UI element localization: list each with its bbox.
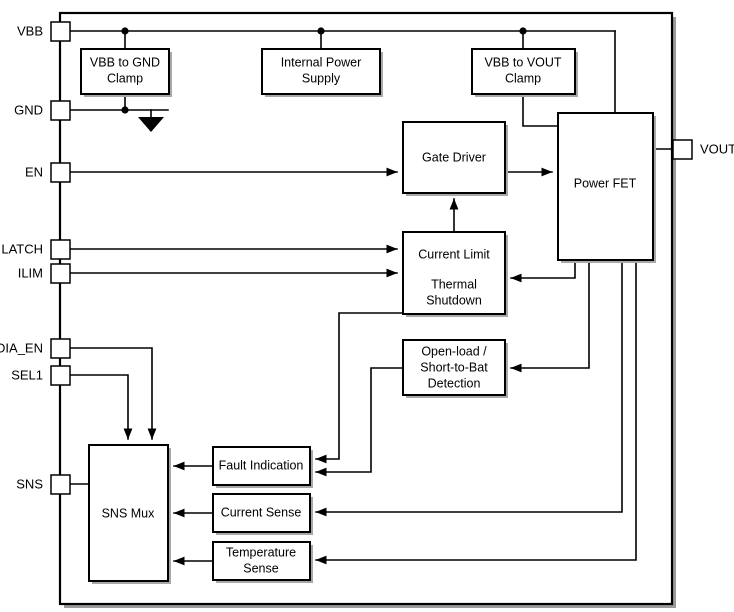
block-layer: VBB to GND Clamp Internal Power Supply V… [80, 48, 656, 584]
block-label-sns-mux: SNS Mux [102, 506, 156, 520]
pin-label-latch: LATCH [1, 241, 43, 256]
pin-vbb[interactable]: VBB [17, 21, 71, 42]
pin-vout[interactable]: VOUT [672, 139, 734, 160]
pin-en[interactable]: EN [25, 162, 71, 183]
block-label-thermal: Thermal [431, 277, 477, 291]
block-temperature-sense[interactable]: Temperature Sense [212, 541, 313, 583]
pin-label-en: EN [25, 164, 43, 179]
pin-dia-en[interactable]: DIA_EN [0, 338, 71, 359]
pin-label-ilim: ILIM [18, 265, 43, 280]
block-label-vbb-to-gnd-clamp-2: Clamp [107, 71, 143, 85]
block-fault-indication[interactable]: Fault Indication [212, 446, 313, 488]
wire-sel1-to-sns-mux [68, 374, 133, 440]
block-label-open-load-1: Open-load / [421, 344, 487, 358]
block-label-shutdown: Shutdown [426, 293, 482, 307]
pin-layer: VBB GND EN LATCH ILIM DIA_EN [0, 21, 734, 495]
block-power-fet[interactable]: Power FET [557, 112, 656, 263]
pin-sns[interactable]: SNS [16, 474, 71, 495]
wire-current-limit-to-fault-indication [315, 312, 404, 464]
block-label-current-limit: Current Limit [418, 247, 490, 261]
wire-open-load-to-fault-indication [315, 367, 404, 477]
block-open-load-short-to-bat-detection[interactable]: Open-load / Short-to-Bat Detection [402, 339, 508, 398]
block-current-sense[interactable]: Current Sense [212, 493, 313, 535]
pin-label-sns: SNS [16, 476, 43, 491]
block-label-open-load-3: Detection [428, 376, 481, 390]
block-label-vbb-to-vout-clamp-2: Clamp [505, 71, 541, 85]
pin-label-vbb: VBB [17, 23, 43, 38]
wire-power-fet-to-current-sense [315, 259, 623, 517]
block-label-power-fet: Power FET [574, 176, 637, 190]
block-sns-mux[interactable]: SNS Mux [88, 444, 171, 584]
block-label-vbb-to-vout-clamp-1: VBB to VOUT [484, 55, 561, 69]
ground-triangle [138, 117, 164, 132]
block-label-temperature-sense-1: Temperature [226, 545, 296, 559]
pin-label-vout: VOUT [700, 141, 734, 156]
block-gate-driver[interactable]: Gate Driver [402, 121, 508, 196]
wire-power-fet-to-current-limit [510, 259, 576, 283]
block-vbb-to-vout-clamp[interactable]: VBB to VOUT Clamp [471, 48, 578, 97]
block-label-vbb-to-gnd-clamp-1: VBB to GND [90, 55, 160, 69]
block-label-open-load-2: Short-to-Bat [420, 360, 488, 374]
junction-dot-vbb-ips [317, 27, 325, 35]
pin-label-gnd: GND [14, 102, 43, 117]
junction-dot-vbb-clamp1 [121, 27, 129, 35]
pin-latch[interactable]: LATCH [1, 239, 71, 260]
block-label-temperature-sense-2: Sense [243, 561, 278, 575]
pin-label-dia-en: DIA_EN [0, 340, 43, 355]
wire-clamp2-to-powerfet [522, 93, 559, 127]
wire-dia-en-to-sns-mux [68, 347, 157, 440]
block-label-internal-power-supply-2: Supply [302, 71, 341, 85]
junction-dot-vbb-clamp2 [519, 27, 527, 35]
block-label-gate-driver: Gate Driver [422, 150, 486, 164]
pin-gnd[interactable]: GND [14, 100, 71, 121]
pin-label-sel1: SEL1 [11, 367, 43, 382]
pin-ilim[interactable]: ILIM [18, 263, 71, 284]
block-current-limit-thermal-shutdown[interactable]: Current Limit Thermal Shutdown [402, 231, 508, 317]
pin-sel1[interactable]: SEL1 [11, 365, 71, 386]
block-label-internal-power-supply-1: Internal Power [281, 55, 362, 69]
block-label-current-sense: Current Sense [221, 505, 302, 519]
junction-dot-gnd-clamp1 [121, 106, 129, 114]
block-label-fault-indication: Fault Indication [219, 458, 304, 472]
block-internal-power-supply[interactable]: Internal Power Supply [261, 48, 383, 97]
junction-dots [121, 27, 527, 114]
block-vbb-to-gnd-clamp[interactable]: VBB to GND Clamp [80, 48, 172, 97]
wire-layer [68, 30, 673, 566]
wire-power-fet-to-open-load [510, 259, 590, 373]
wire-power-fet-to-temperature-sense [315, 259, 637, 565]
